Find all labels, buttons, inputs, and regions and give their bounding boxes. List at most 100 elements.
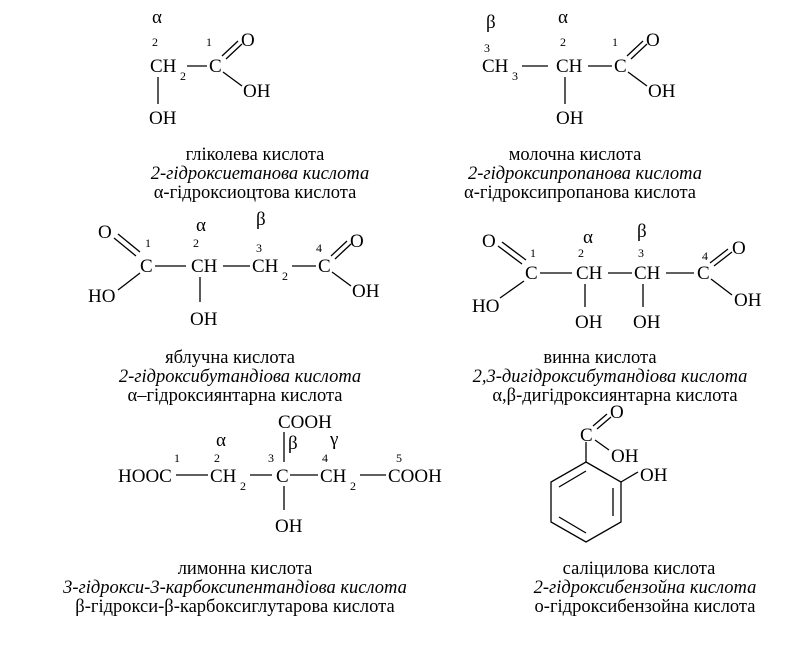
bond-double: [626, 40, 644, 57]
caption-citric: лимонна кислота 3-гідрокси-3-карбоксипен…: [0, 560, 470, 617]
caption-malic: яблучна кислота 2-гідроксибутандіова кис…: [60, 349, 420, 406]
atom-c: C: [580, 425, 593, 446]
atom-c: C: [697, 263, 710, 284]
bond: [222, 71, 243, 87]
atom-o: O: [610, 402, 624, 423]
atom-c: C: [525, 263, 538, 284]
atom-oh: OH: [243, 81, 271, 102]
bond-double: [497, 245, 523, 265]
benzene-ring: [550, 461, 622, 543]
atom-c: C: [614, 56, 627, 77]
bond: [499, 280, 525, 299]
bond: [117, 272, 141, 291]
bond-double: [596, 416, 612, 430]
compound-iupac-name: 2,3-дигідроксибутандіова кислота: [472, 367, 748, 387]
structure-glycolic: α 2 CH 2 1 C O OH OH: [149, 7, 271, 129]
bond-double: [592, 413, 608, 427]
atom-ch2: CH: [210, 466, 237, 487]
locant-2: 2: [560, 35, 566, 49]
atom-hooc: HOOC: [118, 466, 172, 487]
sub-2: 2: [350, 479, 356, 493]
atom-ch3: CH: [482, 56, 509, 77]
atom-o: O: [98, 222, 112, 243]
bond-double: [117, 233, 141, 253]
bond-double: [221, 40, 239, 57]
atom-oh: OH: [734, 290, 762, 311]
atom-oh: OH: [633, 312, 661, 333]
atom-ch2: CH: [150, 56, 177, 77]
atom-oh: OH: [190, 309, 218, 330]
compound-trivial-name: α–гідроксиянтарна кислота: [127, 386, 343, 406]
compound-trivial-name: β-гідрокси-β-карбоксиглутарова кислота: [75, 597, 395, 617]
atom-cooh: COOH: [388, 466, 442, 487]
atom-oh: OH: [648, 81, 676, 102]
bond-double: [225, 43, 243, 60]
atom-ch: CH: [576, 263, 603, 284]
label-alpha: α: [152, 7, 162, 28]
atom-c: C: [318, 256, 331, 277]
label-alpha: α: [196, 215, 206, 236]
compound-iupac-name: 2-гідроксиетанова кислота: [150, 164, 370, 184]
atom-ho: HO: [88, 286, 115, 307]
bond: [594, 439, 610, 451]
atom-o: O: [350, 231, 364, 252]
caption-tartaric: винна кислота 2,3-дигідроксибутандіова к…: [425, 349, 795, 406]
bond-double: [713, 251, 733, 267]
ring-inner-bond: [558, 470, 587, 488]
atom-oh: OH: [640, 465, 668, 486]
bond-double: [334, 243, 352, 260]
structure-salicylic: C O OH OH: [550, 402, 668, 543]
compound-name: яблучна кислота: [165, 348, 295, 368]
bond: [620, 471, 639, 483]
caption-glycolic: гліколева кислота 2-гідроксиетанова кисл…: [90, 146, 430, 203]
locant-2: 2: [214, 451, 220, 465]
locant-4: 4: [316, 241, 322, 255]
sub-2: 2: [282, 269, 288, 283]
compound-trivial-name: α-гідроксиоцтова кислота: [153, 183, 357, 203]
structure-lactic: β α 3 2 1 CH 3 CH C O OH OH: [482, 7, 676, 129]
bond-double: [630, 43, 648, 60]
locant-4: 4: [322, 451, 328, 465]
atom-ho: HO: [472, 296, 499, 317]
sub-2: 2: [180, 69, 186, 83]
structure-tartaric: α β O 1 C HO 2 CH OH 3 CH OH 4 C O OH: [472, 221, 762, 333]
sub-3: 3: [512, 69, 518, 83]
locant-1: 1: [145, 236, 151, 250]
bond-double: [330, 240, 348, 257]
atom-o: O: [732, 238, 746, 259]
bond-double: [501, 241, 527, 261]
compound-trivial-name: α,β-дигідроксиянтарна кислота: [492, 386, 738, 406]
bond: [627, 71, 648, 87]
atom-oh: OH: [275, 516, 303, 537]
label-alpha: α: [583, 227, 593, 248]
compound-iupac-name: 3-гідрокси-3-карбоксипентандіова кислота: [63, 578, 407, 598]
locant-2: 2: [152, 35, 158, 49]
compound-name: гліколева кислота: [185, 145, 325, 165]
compound-name: лимонна кислота: [177, 559, 313, 579]
bond-double: [113, 237, 137, 257]
compound-name: молочна кислота: [508, 145, 642, 165]
locant-2: 2: [193, 236, 199, 250]
atom-o: O: [241, 30, 255, 51]
compound-name: винна кислота: [543, 348, 657, 368]
label-beta: β: [256, 209, 266, 230]
locant-3: 3: [484, 41, 490, 55]
atom-cooh: COOH: [278, 412, 332, 433]
label-alpha: α: [558, 7, 568, 28]
structure-citric: α COOH β γ 1 HOOC 2 CH 2 3 C OH 4 CH 2 5…: [118, 412, 442, 537]
atom-ch: CH: [634, 263, 661, 284]
atom-c: C: [140, 256, 153, 277]
atom-c: C: [209, 56, 222, 77]
locant-1: 1: [530, 246, 536, 260]
locant-3: 3: [268, 451, 274, 465]
compound-name: саліцилова кислота: [562, 559, 716, 579]
compound-trivial-name: о-гідроксибензойна кислота: [534, 597, 756, 617]
bond-double: [709, 248, 729, 264]
compound-iupac-name: 2-гідроксибензойна кислота: [533, 578, 757, 598]
ring-inner-bond: [558, 516, 587, 534]
atom-ch2: CH: [252, 256, 279, 277]
compound-iupac-name: 2-гідроксибутандіова кислота: [118, 367, 362, 387]
compound-iupac-name: 2-гідроксипропанова кислота: [468, 164, 702, 184]
